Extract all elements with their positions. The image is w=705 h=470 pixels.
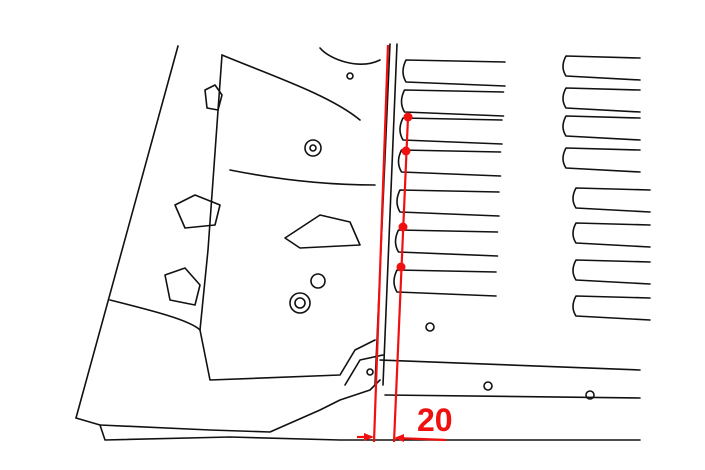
floor-rib xyxy=(572,187,651,213)
floor-rib xyxy=(399,117,503,145)
dimension-label: 20 xyxy=(417,402,453,438)
weld-point xyxy=(398,222,408,232)
floor-ribs-left xyxy=(393,59,506,297)
panel-outline xyxy=(75,43,641,441)
floor-rib xyxy=(562,55,641,81)
reference-line xyxy=(372,44,390,443)
floor-rib xyxy=(400,89,505,117)
weld-line xyxy=(392,116,410,443)
floor-rib xyxy=(572,295,651,321)
weld-point xyxy=(396,262,406,272)
floor-rib xyxy=(562,147,641,173)
floor-rib xyxy=(397,149,502,177)
mounting-holes xyxy=(164,72,595,400)
floor-rib xyxy=(394,229,499,257)
arrowhead-right xyxy=(394,434,404,442)
floor-ribs-right xyxy=(562,55,651,321)
floor-rib xyxy=(393,269,497,297)
weld-point xyxy=(401,146,411,156)
floor-rib xyxy=(572,222,651,248)
floor-rib xyxy=(562,115,641,141)
floor-rib xyxy=(396,189,500,217)
floor-rib xyxy=(402,59,506,87)
arrowhead-left xyxy=(364,433,374,441)
dimension-annotation xyxy=(357,44,447,443)
floor-rib xyxy=(562,87,641,113)
floor-rib xyxy=(572,259,651,285)
weld-point xyxy=(403,112,413,122)
dimension-arrow-right xyxy=(395,436,447,442)
